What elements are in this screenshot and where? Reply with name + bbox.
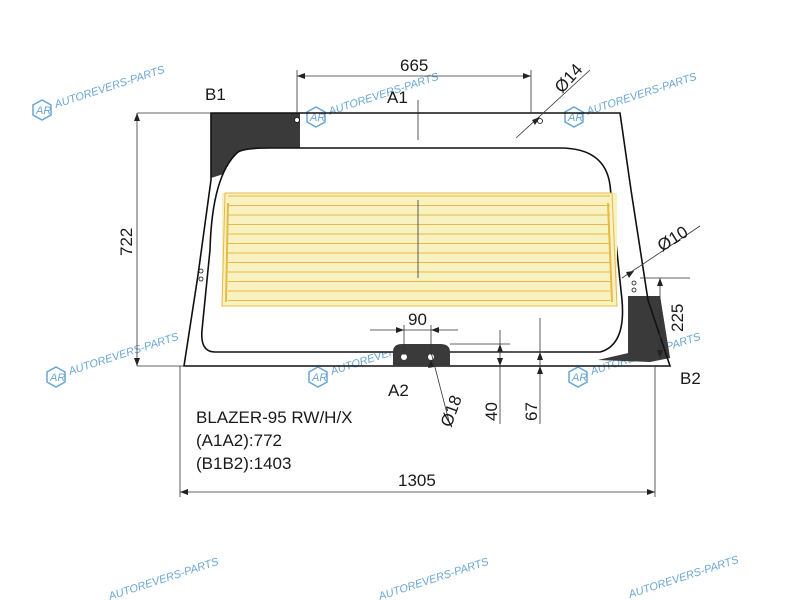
dim-hole-10: Ø10 <box>621 222 701 279</box>
dim-225-label: 225 <box>668 304 687 332</box>
hole-left-a <box>198 268 204 274</box>
dim-10-label: Ø10 <box>654 222 691 255</box>
heater-busbar-left <box>225 202 229 303</box>
dim-18-label: Ø18 <box>437 393 466 430</box>
dim-90: 90 <box>370 310 458 355</box>
watermark-text: AUTOREVERS-PARTS <box>376 556 491 600</box>
dimension-b1b2: (B1B2):1403 <box>196 454 291 473</box>
hole-right-a <box>631 280 637 286</box>
dim-height: 722 <box>117 112 211 367</box>
watermark-text: AUTOREVERS-PARTS <box>626 554 741 600</box>
dim-40-label: 40 <box>482 402 501 421</box>
watermark-logo: AR <box>306 106 326 128</box>
dim-top-span: 665 <box>296 56 532 113</box>
watermark-text: AUTOREVERS-PARTS <box>52 64 167 111</box>
watermark-logo-text: AR <box>49 372 65 384</box>
band-right-tab <box>628 296 670 358</box>
watermark-logo-text: AR <box>35 105 51 117</box>
hole-left-b <box>198 276 204 282</box>
dim-67: 67 <box>450 318 545 424</box>
dim-722-label: 722 <box>117 228 136 256</box>
watermark-logo: AR <box>568 366 588 388</box>
label-b2: B2 <box>680 369 701 388</box>
watermark-text: AUTOREVERS-PARTS <box>584 71 699 118</box>
dim-225: 225 <box>640 277 690 358</box>
watermark-logo: AR <box>564 106 584 128</box>
watermark-logo-text: AR <box>567 112 583 124</box>
heater-border <box>221 192 618 307</box>
dim-bottom-width: 1305 <box>179 366 656 497</box>
label-b1: B1 <box>205 85 226 104</box>
dim-665-label: 665 <box>400 56 428 75</box>
hole-b1 <box>294 117 300 123</box>
dim-67-label: 67 <box>522 402 541 421</box>
heater-busbar-right <box>607 202 613 303</box>
watermark-logo: AR <box>308 366 328 388</box>
watermark-text: AUTOREVERS-PARTS <box>326 71 441 118</box>
dimension-a1a2: (A1A2):772 <box>196 431 282 450</box>
label-a2: A2 <box>388 381 409 400</box>
notch-hole-left <box>401 354 407 360</box>
glass-outline <box>183 112 672 367</box>
watermark-logo-text: AR <box>309 112 325 124</box>
glass-inner-line <box>200 147 624 353</box>
watermark-text: AUTOREVERS-PARTS <box>66 331 181 378</box>
heater-area <box>222 193 617 306</box>
dim-14-label: Ø14 <box>551 60 587 97</box>
watermark-logo-text: AR <box>311 372 327 384</box>
watermark-logo-text: AR <box>571 372 587 384</box>
dim-40: 40 <box>450 330 510 424</box>
hole-right-b <box>631 287 637 293</box>
heater-lines <box>228 195 610 301</box>
model-name: BLAZER-95 RW/H/X <box>196 408 353 427</box>
watermark-text: AUTOREVERS-PARTS <box>106 556 221 600</box>
dim-1305-label: 1305 <box>398 471 436 490</box>
label-a1: A1 <box>387 88 408 107</box>
watermark-logo: AR <box>32 99 52 121</box>
dim-90-label: 90 <box>408 310 427 329</box>
watermark-logo: AR <box>46 366 66 388</box>
bottom-notch <box>393 344 450 366</box>
dim-hole-14: Ø14 <box>515 60 591 139</box>
